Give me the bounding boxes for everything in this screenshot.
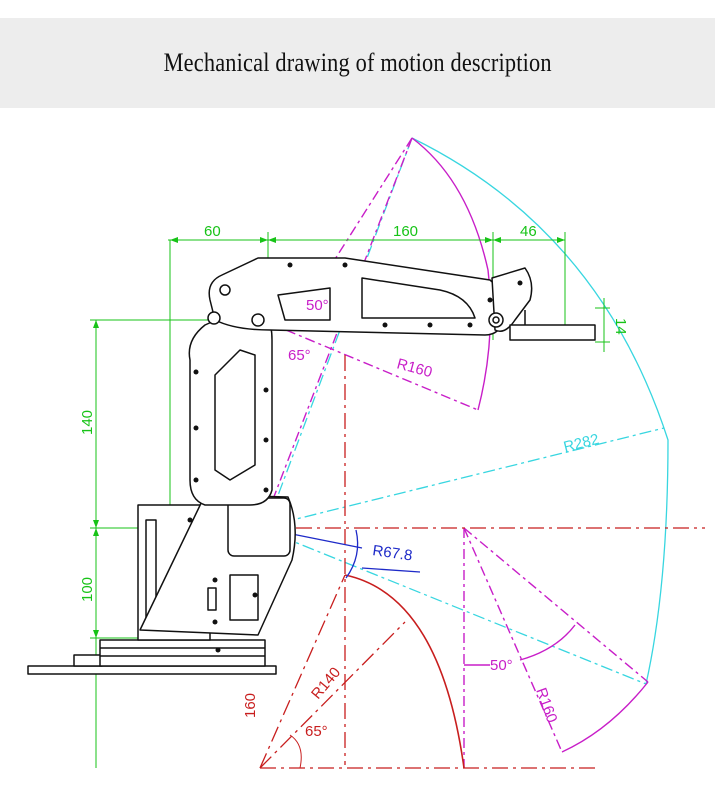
blue-r67-arc xyxy=(345,529,359,579)
angle-65-lower-label: 65° xyxy=(305,723,328,740)
link-window-1 xyxy=(277,287,331,321)
upright-window xyxy=(214,349,256,481)
red-angle-65-arc xyxy=(289,734,302,769)
radius-282-label: R282 xyxy=(562,431,601,456)
dim-label-46: 46 xyxy=(520,223,537,240)
plate-window xyxy=(229,574,259,621)
plate-slot-1 xyxy=(207,587,217,611)
cyan-outer-arc xyxy=(411,137,669,685)
shoulder-joint xyxy=(207,311,221,325)
base-plate xyxy=(27,665,277,675)
radius-67-8-label: R67.8 xyxy=(371,542,413,564)
magenta-lower-ray-2 xyxy=(463,527,649,683)
red-r140-ray xyxy=(259,621,406,769)
angle-65-upper-label: 65° xyxy=(288,347,311,364)
radius-160-upper-label: R160 xyxy=(395,355,434,381)
link-window-2 xyxy=(361,277,476,319)
angle-50-lower-label: 50° xyxy=(490,657,513,674)
radius-160-lower-label: R160 xyxy=(532,686,560,726)
elbow-joint xyxy=(251,313,265,327)
magenta-angle-50-lower-arc xyxy=(519,624,576,661)
cyan-r282-ray xyxy=(259,427,665,529)
dim-label-14: 14 xyxy=(612,318,629,335)
title-banner: Mechanical drawing of motion description xyxy=(0,18,715,108)
dimension-labels: 60 160 46 14 140 100 160 xyxy=(79,223,629,718)
dim-label-160-lower: 160 xyxy=(242,693,259,718)
green-arrows xyxy=(93,237,565,638)
magenta-r160-arc xyxy=(411,137,492,411)
wrist-joint xyxy=(488,312,504,328)
cyan-lower-ray xyxy=(259,527,647,685)
servo-box xyxy=(227,497,291,557)
magenta-ray-4 xyxy=(285,329,479,411)
magenta-lower-arc xyxy=(561,681,649,753)
banner-title: Mechanical drawing of motion description xyxy=(163,48,552,77)
dim-label-60: 60 xyxy=(204,223,221,240)
dim-label-140: 140 xyxy=(79,410,96,435)
mechanical-drawing: 60 160 46 14 140 100 160 50° 65° R160 R2… xyxy=(0,110,715,800)
base-foot xyxy=(73,654,103,667)
red-upper-ray xyxy=(259,574,346,769)
radius-140-label: R140 xyxy=(308,664,344,702)
robot-arm xyxy=(27,257,596,675)
arm-bolts xyxy=(187,262,523,653)
angle-50-upper-label: 50° xyxy=(306,297,329,314)
dim-label-100: 100 xyxy=(79,577,96,602)
magenta-lower-ray-1 xyxy=(463,527,563,753)
gripper-bar xyxy=(509,324,596,341)
red-r140-arc xyxy=(344,574,465,769)
drawing-svg: 60 160 46 14 140 100 160 50° 65° R160 R2… xyxy=(27,137,705,769)
cyan-envelope xyxy=(259,137,669,685)
blue-r67-leader xyxy=(361,567,421,573)
dim-label-160: 160 xyxy=(393,223,418,240)
upright-arm xyxy=(188,304,273,506)
annotation-labels: 50° 65° R160 R282 R67.8 R140 65° 50° R16… xyxy=(288,297,601,740)
base-block xyxy=(99,639,266,667)
